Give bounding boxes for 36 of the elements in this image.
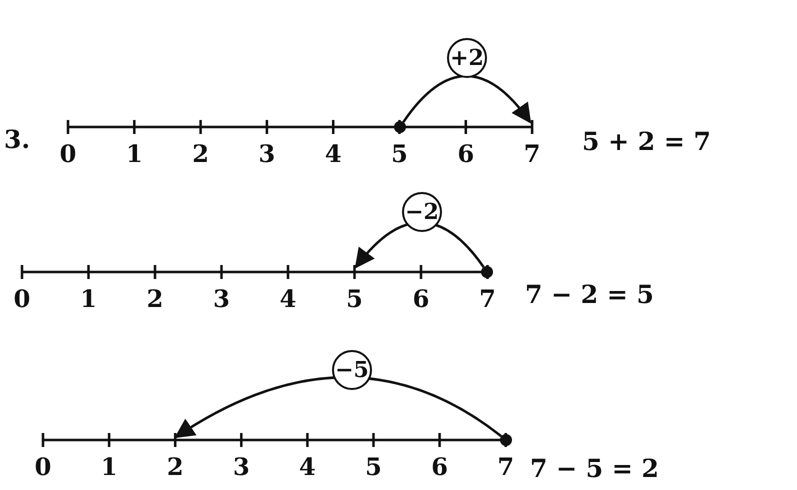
tick-number: 5 [391, 140, 408, 168]
step-circle: +2 [447, 38, 487, 78]
tick-number: 4 [280, 285, 296, 313]
arc-arrow [174, 376, 502, 438]
tick-number: 3 [213, 285, 230, 313]
tick-number: 1 [126, 140, 143, 168]
step-circle: −2 [402, 192, 442, 232]
tick-number: 2 [166, 453, 184, 481]
tick-number: 7 [479, 285, 496, 313]
tick-number: 3 [258, 140, 276, 168]
tick-number: 0 [14, 285, 30, 313]
tick-number: 1 [80, 285, 97, 313]
tick-number: 5 [365, 453, 382, 481]
equation: 7 − 5 = 2 [530, 455, 659, 483]
tick-number: 6 [457, 140, 474, 168]
tick-number: 4 [324, 140, 342, 168]
tick-number: 2 [146, 285, 164, 313]
tick-number: 4 [299, 453, 316, 481]
tick-number: 5 [346, 285, 363, 313]
step-circle: −5 [332, 350, 372, 390]
tick-number: 1 [100, 453, 118, 481]
tick-number: 6 [412, 285, 430, 313]
tick-number: 3 [232, 453, 250, 481]
equation: 5 + 2 = 7 [582, 128, 711, 156]
tick-number: 0 [34, 453, 52, 481]
arc-arrow [402, 74, 532, 124]
task-number: 3. [4, 126, 30, 154]
start-point [394, 121, 406, 133]
tick-number: 7 [524, 140, 540, 168]
equation: 7 − 2 = 5 [525, 281, 654, 309]
start-point [481, 266, 493, 278]
tick-number: 6 [431, 453, 448, 481]
tick-number: 0 [60, 140, 76, 168]
start-point [500, 434, 512, 446]
tick-number: 2 [192, 140, 209, 168]
tick-number: 7 [497, 453, 514, 481]
